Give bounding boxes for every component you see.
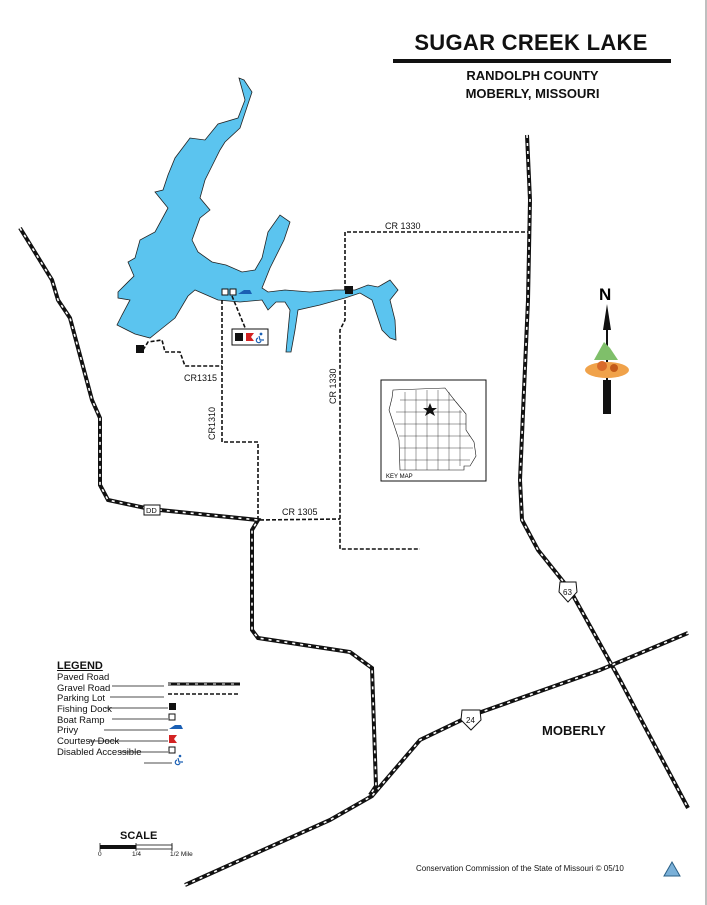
cr1330-vertical-road — [339, 300, 420, 550]
parking-lot-west — [136, 345, 144, 353]
cr1310-road — [221, 300, 341, 521]
legend-item: Gravel Road — [57, 682, 111, 694]
fishing-dock-icon — [221, 288, 229, 296]
sugar-creek-lake — [116, 77, 399, 353]
cr1315-label: CR1315 — [184, 373, 217, 383]
title-underline — [393, 59, 671, 63]
legend-item: Parking Lot — [57, 693, 106, 705]
scale-bar-black — [100, 845, 136, 849]
legend-item: Privy — [57, 725, 79, 737]
boat-ramp-icon — [238, 290, 252, 294]
cr1330-top-label: CR 1330 — [385, 221, 421, 231]
us24-shield — [460, 709, 482, 731]
map-title: SUGAR CREEK LAKE — [414, 30, 648, 55]
missouri-emblem-icon — [585, 342, 629, 378]
north-arrow-icon — [603, 304, 611, 330]
legend-boat-ramp-icon — [169, 725, 183, 729]
legend-parking-icon — [169, 703, 176, 710]
cr1330-vertical-label: CR 1330 — [328, 368, 338, 404]
legend-item: Disabled Accessible — [57, 746, 142, 758]
scale-tick-quarter: 1/4 — [132, 851, 142, 858]
legend-fishing-dock-icon — [168, 713, 176, 721]
cr1305-label: CR 1305 — [282, 507, 318, 517]
legend-privy-icon — [169, 735, 177, 743]
key-map-label: KEY MAP — [386, 474, 413, 480]
privy-icon — [246, 333, 254, 341]
north-label: N — [599, 285, 611, 304]
copyright-footer: Conservation Commission of the State of … — [416, 864, 624, 873]
cr1330-road — [344, 231, 530, 290]
county-subtitle: RANDOLPH COUNTY — [466, 68, 599, 83]
dd-shield — [143, 504, 161, 516]
dd-label: DD — [146, 506, 157, 515]
scale-title: SCALE — [120, 830, 158, 842]
scale-bar-white — [135, 844, 173, 850]
facility-parking-icon — [235, 333, 243, 341]
north-arrow-shaft — [603, 380, 611, 414]
us24-label: 24 — [466, 716, 475, 725]
moberly-city-label: MOBERLY — [542, 723, 606, 738]
scale-tick-0: 0 — [98, 851, 102, 858]
legend: LEGEND Paved Road Gravel Road Parking Lo… — [57, 660, 257, 758]
us63-shield — [558, 581, 578, 603]
gravel-roads — [142, 231, 530, 550]
legend-item: Fishing Dock — [57, 704, 112, 716]
cr1310-label: CR1310 — [207, 407, 217, 440]
legend-item: Courtesy Dock — [57, 736, 120, 748]
legend-item: Paved Road — [57, 672, 110, 683]
mdc-logo-icon — [663, 860, 681, 877]
legend-item: Boat Ramp — [57, 714, 105, 726]
city-subtitle: MOBERLY, MISSOURI — [465, 86, 600, 101]
parking-lot-east — [345, 286, 353, 294]
dock-access-road — [231, 295, 247, 331]
wheelchair-icon — [259, 332, 263, 336]
scale-tick-half: 1/2 Mile — [170, 851, 193, 858]
legend-title: LEGEND — [57, 660, 103, 672]
legend-courtesy-dock-icon — [168, 746, 176, 754]
key-map-location-star — [423, 403, 437, 416]
cr1315-road — [142, 339, 222, 367]
legend-wheelchair-icon — [174, 754, 183, 766]
page-right-border — [705, 0, 707, 905]
us63-label: 63 — [563, 588, 572, 597]
missouri-key-map — [388, 387, 477, 471]
courtesy-dock-icon — [229, 288, 237, 296]
